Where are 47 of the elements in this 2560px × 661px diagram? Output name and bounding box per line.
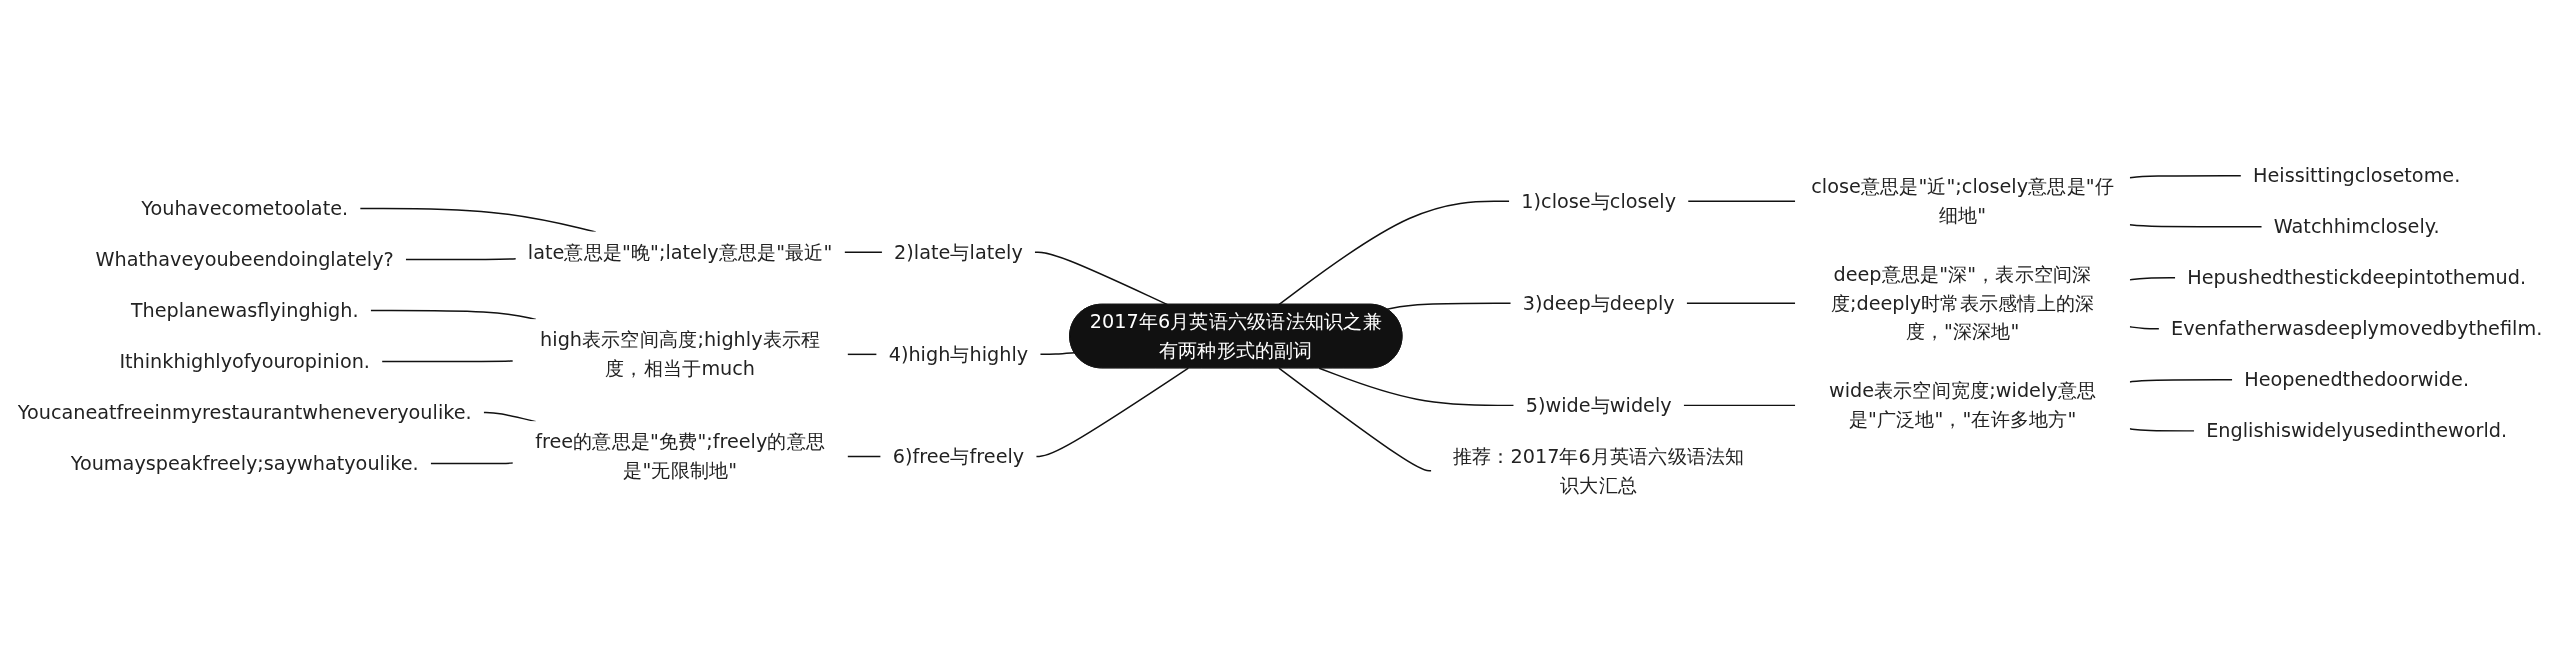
connector (1039, 352, 1076, 356)
connector (846, 455, 882, 458)
node-text: Evenfatherwasdeeplymovedbythefilm. (2171, 317, 2543, 340)
node-text: 2)late与lately (894, 240, 1023, 264)
connector (2128, 223, 2263, 228)
node-text: Watchhimclosely. (2273, 215, 2440, 238)
node-text: 5)wide与widely (1525, 393, 1672, 417)
node-text: Heissittingclosetome. (2253, 164, 2461, 187)
node-text: Youmayspeakfreely;saywhatyoulike. (70, 452, 419, 475)
connector (2128, 277, 2177, 281)
connector (2128, 326, 2160, 330)
connector (381, 360, 514, 363)
connector (404, 258, 517, 261)
connector (1386, 302, 1512, 310)
node-text: high表示空间高度;highly表示程度，相当于much (540, 328, 821, 380)
node-text: Youcaneatfreeinmyrestaurantwheneveryoulike. (17, 401, 472, 424)
node-text: 推荐：2017年6月英语六级语法知识大汇总 (1452, 444, 1745, 496)
connector (2128, 379, 2234, 383)
node-text: Whathaveyoubeendoinglately? (95, 248, 394, 271)
connector (1318, 367, 1515, 407)
node-text: Ithinkhighlyofyouropinion. (119, 350, 370, 373)
connector (846, 353, 878, 356)
node-text: Theplanewasflyinghigh. (130, 299, 359, 322)
connector (1685, 302, 1797, 305)
node-text: 6)free与freely (892, 444, 1025, 468)
connector (1682, 404, 1797, 407)
node-text: Youhavecometoolate. (141, 197, 349, 220)
node-text: late意思是"晚";lately意思是"最近" (527, 240, 833, 264)
connector (1278, 200, 1511, 306)
connector (2128, 175, 2242, 179)
node-text: Hepushedthestickdeepintothemud. (2187, 266, 2527, 289)
node-text: free的意思是"免费";freely的意思是"无限制地" (535, 430, 826, 482)
connector (1687, 200, 1797, 202)
node-text: 3)deep与deeply (1522, 291, 1675, 315)
connector (1033, 251, 1169, 306)
connector (429, 462, 514, 465)
node-text: 4)high与highly (888, 342, 1029, 366)
connector (1278, 367, 1433, 472)
node-text: deep意思是"深"，表示空间深度;deeply时常表示感情上的深度，"深深地" (1830, 263, 2095, 343)
node-text: close意思是"近";closely意思是"仔细地" (1811, 175, 2114, 227)
node-text: Englishiswidelyusedintheworld. (2206, 419, 2508, 442)
connector (2128, 428, 2196, 432)
connector (1035, 367, 1190, 458)
connector (843, 251, 884, 254)
node-text: Heopenedthedoorwide. (2244, 368, 2470, 391)
node-text: wide表示空间宽度;widely意思是"广泛地"，"在许多地方" (1828, 379, 2097, 431)
node-text: 1)close与closely (1521, 189, 1677, 212)
